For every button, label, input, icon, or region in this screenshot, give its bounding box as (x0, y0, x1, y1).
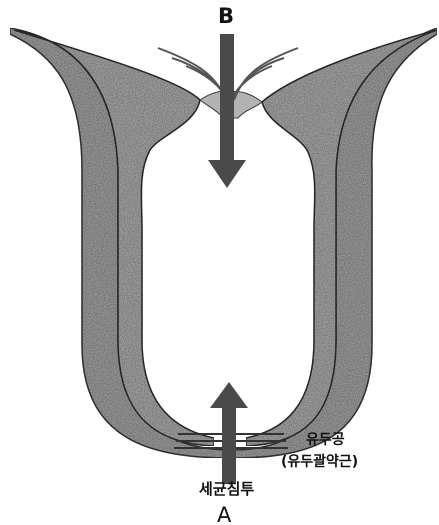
label-a: A (217, 505, 231, 525)
label-bacterial-invasion: 세균침투 (199, 482, 254, 497)
label-b: B (218, 6, 234, 27)
label-teat-pore: 유두공 (306, 433, 345, 447)
label-teat-sphincter: (유두괄약근) (281, 455, 358, 469)
